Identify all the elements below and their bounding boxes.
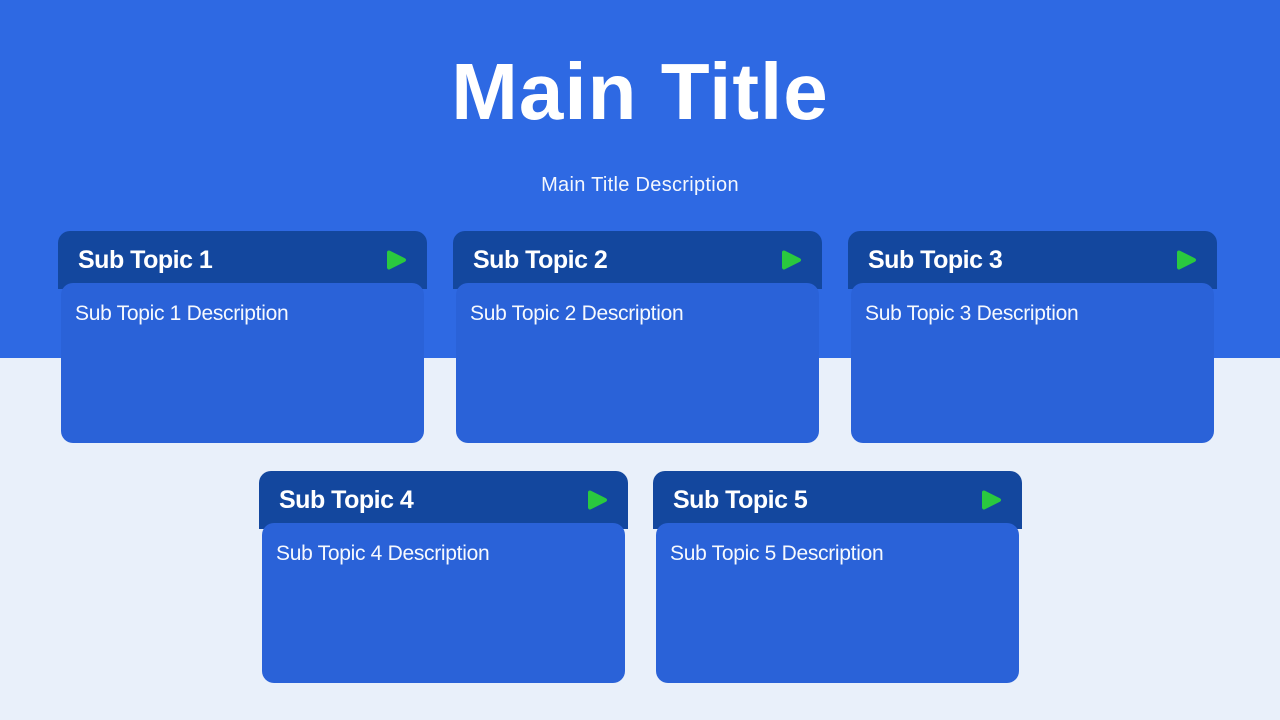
card-description: Sub Topic 2 Description xyxy=(470,302,684,325)
subtopic-row-2: Sub Topic 4 Sub Topic 4 Description Sub … xyxy=(259,471,1022,683)
card-title: Sub Topic 4 xyxy=(279,485,414,514)
card-title: Sub Topic 2 xyxy=(473,245,608,274)
card-description: Sub Topic 5 Description xyxy=(670,542,884,565)
play-triangle-icon[interactable] xyxy=(980,489,1002,511)
subtopic-card-4[interactable]: Sub Topic 4 Sub Topic 4 Description xyxy=(259,471,628,683)
subtopic-card-2[interactable]: Sub Topic 2 Sub Topic 2 Description xyxy=(453,231,822,443)
subtopic-card-5[interactable]: Sub Topic 5 Sub Topic 5 Description xyxy=(653,471,1022,683)
card-title: Sub Topic 5 xyxy=(673,485,808,514)
card-description: Sub Topic 4 Description xyxy=(276,542,490,565)
subtopic-card-1[interactable]: Sub Topic 1 Sub Topic 1 Description xyxy=(58,231,427,443)
card-header: Sub Topic 3 xyxy=(848,231,1217,289)
card-body: Sub Topic 2 Description xyxy=(456,283,819,443)
play-triangle-icon[interactable] xyxy=(586,489,608,511)
card-description: Sub Topic 1 Description xyxy=(75,302,289,325)
play-triangle-icon[interactable] xyxy=(1175,249,1197,271)
subtopic-card-3[interactable]: Sub Topic 3 Sub Topic 3 Description xyxy=(848,231,1217,443)
card-header: Sub Topic 2 xyxy=(453,231,822,289)
card-header: Sub Topic 1 xyxy=(58,231,427,289)
subtopic-row-1: Sub Topic 1 Sub Topic 1 Description Sub … xyxy=(58,231,1217,443)
card-body: Sub Topic 5 Description xyxy=(656,523,1019,683)
card-body: Sub Topic 3 Description xyxy=(851,283,1214,443)
main-title-description: Main Title Description xyxy=(541,174,739,196)
play-triangle-outline xyxy=(387,250,406,270)
card-title: Sub Topic 1 xyxy=(78,245,213,274)
play-triangle-icon[interactable] xyxy=(385,249,407,271)
card-title: Sub Topic 3 xyxy=(868,245,1003,274)
play-triangle-outline xyxy=(782,250,801,270)
play-triangle-outline xyxy=(1177,250,1196,270)
card-body: Sub Topic 4 Description xyxy=(262,523,625,683)
play-triangle-icon[interactable] xyxy=(780,249,802,271)
card-description: Sub Topic 3 Description xyxy=(865,302,1079,325)
play-triangle-outline xyxy=(982,490,1001,510)
main-title: Main Title xyxy=(451,47,829,136)
card-body: Sub Topic 1 Description xyxy=(61,283,424,443)
card-header: Sub Topic 5 xyxy=(653,471,1022,529)
play-triangle-outline xyxy=(588,490,607,510)
card-header: Sub Topic 4 xyxy=(259,471,628,529)
